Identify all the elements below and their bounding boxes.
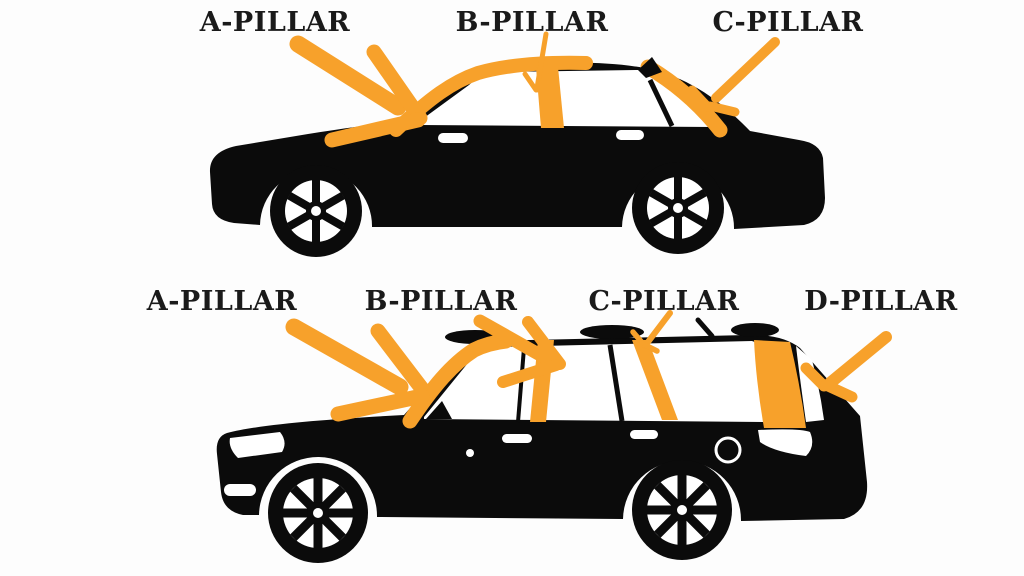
suv-side-silhouette [216,317,868,563]
sedan-side-silhouette [209,55,825,257]
sedan-roof-fin [638,57,662,78]
sedan-a-pillar-arrow-icon [289,35,428,148]
sedan-c-pillar-arrow-icon [687,37,780,117]
suv-d-pillar-highlight [754,340,806,428]
suv-side-mirror [426,401,452,419]
suv-c-pillar-highlight [632,340,678,420]
sedan-rear-door-handle [616,130,644,140]
sedan-a-pillar-highlight [389,55,593,137]
suv-rear-wheel [632,460,732,560]
suv-door-lock-dot [466,449,474,457]
suv-b-pillar-label: B-PILLAR [364,286,518,317]
suv-b-pillar-arrow-icon [473,314,566,388]
sedan-rear-door-divider [647,78,675,128]
suv-c-pillar-arrow-icon [630,310,673,354]
suv-roof-rail-rear [731,323,779,337]
suv-front-door-frame [516,347,526,423]
sedan-illustration [209,31,825,280]
suv-bumper-slot [224,484,256,496]
suv-rear-door-frame [607,344,625,422]
sedan-b-pillar-arrow-icon [522,31,551,93]
sedan-greenhouse-glass [417,70,714,127]
suv-front-door-handle [502,434,532,443]
suv-a-pillar-arrow-icon [285,318,434,422]
suv-antenna [695,317,715,339]
suv-c-pillar-label: C-PILLAR [588,286,740,317]
sedan-b-pillar-label: B-PILLAR [455,7,609,38]
suv-roof-rail-mid [580,325,644,339]
suv-d-pillar-arrow-icon [800,331,892,403]
suv-taillight [758,429,813,456]
suv-headlight [229,432,285,458]
suv-fuel-cap [714,436,742,464]
sedan-rear-wheel [632,162,724,254]
sedan-front-door-handle [438,133,468,143]
suv-illustration [216,310,892,576]
suv-d-pillar-label: D-PILLAR [804,286,958,317]
sedan-front-wheel [270,165,362,257]
sedan-c-pillar-label: C-PILLAR [712,7,864,38]
suv-greenhouse-glass [424,341,768,422]
suv-front-wheel [268,463,368,563]
suv-rear-door-handle [630,430,658,439]
sedan-a-pillar-label: A-PILLAR [199,7,351,38]
suv-a-pillar-label: A-PILLAR [146,286,298,317]
